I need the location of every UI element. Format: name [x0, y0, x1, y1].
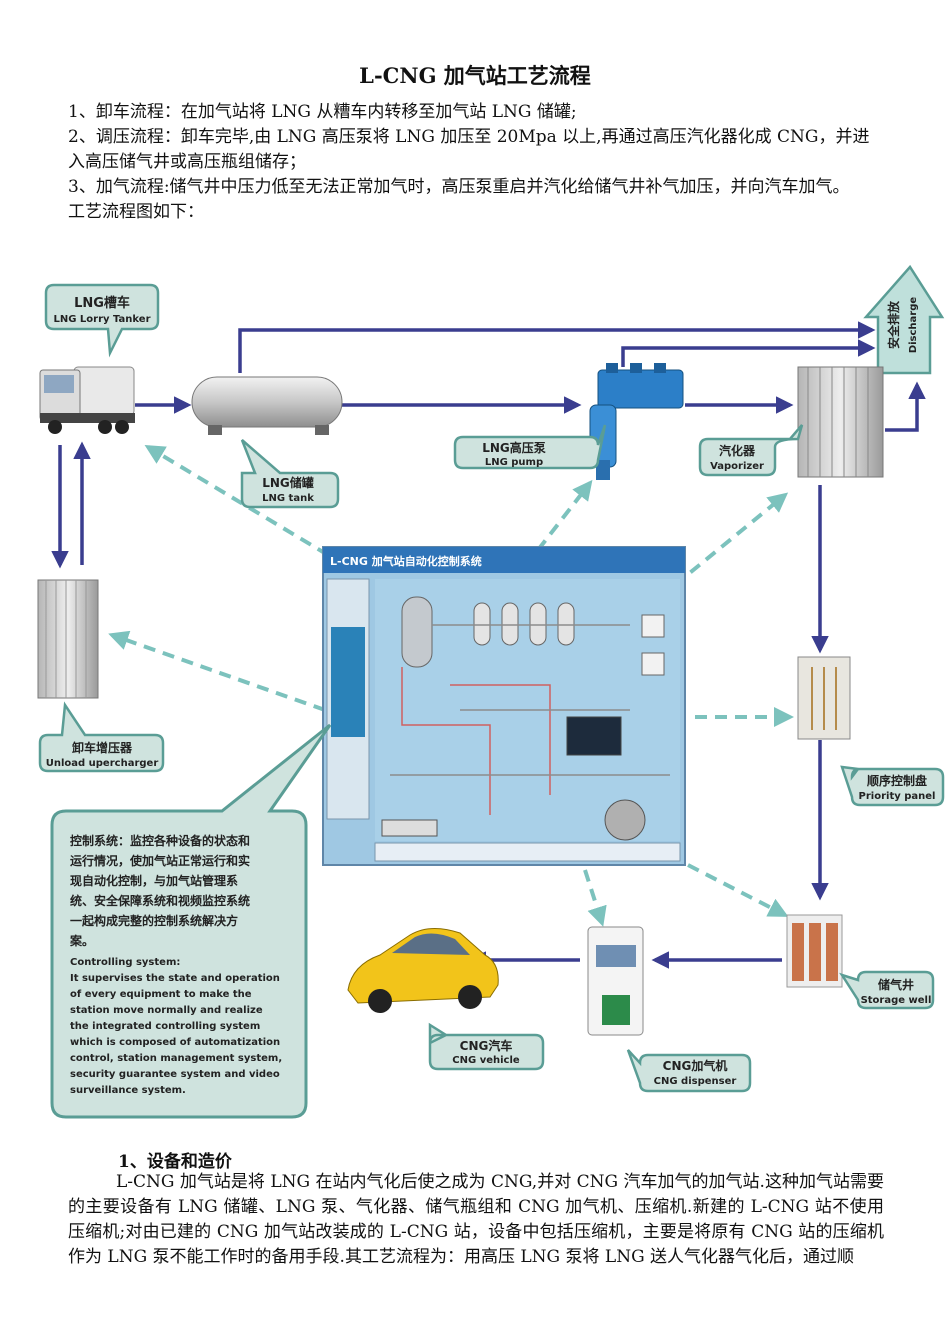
- control-arrows: [108, 444, 794, 927]
- pump-label-cn: LNG高压泵: [482, 440, 546, 455]
- discharge-label-en: Discharge: [908, 297, 919, 354]
- callout-cng-vehicle: CNG汽车 CNG vehicle: [428, 1022, 545, 1071]
- vaporizer-label-en: Vaporizer: [710, 461, 764, 472]
- control-arrow-pump: [536, 479, 593, 552]
- control-desc-cn-4: 统、安全保障系统和视频监控系统: [70, 893, 250, 908]
- control-desc-en-1: Controlling system:: [70, 957, 180, 968]
- lng-pump-image: [589, 363, 684, 480]
- process-flow-diagram: 安全排放 Discharge: [30, 255, 945, 1130]
- control-desc-en-9: surveillance system.: [70, 1085, 186, 1096]
- lorry-tanker-image: [39, 366, 135, 434]
- dispenser-label-cn: CNG加气机: [663, 1058, 728, 1073]
- discharge-label-cn: 安全排放: [886, 300, 901, 349]
- callout-lng-pump: LNG高压泵 LNG pump: [453, 424, 607, 470]
- control-arrow-supercharger: [108, 630, 326, 712]
- callout-cng-dispenser: CNG加气机 CNG dispenser: [626, 1049, 752, 1093]
- lorry-label-en: LNG Lorry Tanker: [53, 314, 150, 325]
- tank-label-en: LNG tank: [262, 493, 314, 504]
- control-desc-cn-6: 案。: [69, 933, 94, 948]
- callout-vaporizer: 汽化器 Vaporizer: [698, 424, 804, 477]
- control-arrow-vaporizer: [673, 492, 789, 587]
- section-heading: 1、设备和造价: [118, 1152, 232, 1172]
- control-desc-cn-1: 控制系统：监控各种设备的状态和: [70, 833, 250, 848]
- supercharger-image: [37, 579, 99, 699]
- control-desc-en-6: which is composed of automatization: [70, 1037, 280, 1048]
- control-system-description: 控制系统：监控各种设备的状态和 运行情况，使加气站正常运行和实 现自动化控制，与…: [50, 723, 332, 1119]
- control-arrow-tank: [144, 444, 330, 557]
- intro-paragraphs: 1、卸车流程：在加气站将 LNG 从糟车内转移至加气站 LNG 储罐; 2、调压…: [68, 100, 884, 225]
- intro-line-4: 工艺流程图如下：: [68, 202, 204, 222]
- control-arrow-dispenser: [583, 869, 607, 927]
- discharge-arrow: 安全排放 Discharge: [863, 264, 945, 375]
- control-panel-title: L-CNG 加气站自动化控制系统: [330, 554, 482, 568]
- control-desc-cn-5: 一起构成完整的控制系统解决方: [70, 913, 238, 928]
- cng-dispenser-image: [587, 926, 644, 1036]
- supercharger-label-cn: 卸车增压器: [72, 740, 133, 755]
- control-desc-en-3: of every equipment to make the: [70, 989, 252, 1000]
- page-title: L-CNG 加气站工艺流程: [359, 63, 591, 88]
- section-body: L-CNG 加气站是将 LNG 在站内气化后使之成为 CNG,并对 CNG 汽车…: [68, 1172, 884, 1267]
- arrow-pump-to-discharge: [621, 339, 876, 367]
- vaporizer-image: [797, 366, 884, 478]
- intro-line-1: 1、卸车流程：在加气站将 LNG 从糟车内转移至加气站 LNG 储罐;: [68, 102, 577, 122]
- tank-label-cn: LNG储罐: [262, 475, 314, 490]
- vehicle-label-en: CNG vehicle: [452, 1055, 520, 1066]
- control-desc-en-5: the integrated controlling system: [70, 1021, 260, 1032]
- control-system-panel: L-CNG 加气站自动化控制系统: [322, 546, 686, 866]
- control-desc-en-2: It supervises the state and operation: [70, 973, 280, 984]
- callout-storage-well: 储气井 Storage well: [839, 970, 935, 1010]
- storage-well-image: [786, 914, 843, 988]
- well-label-en: Storage well: [861, 995, 932, 1006]
- callout-lng-tank: LNG储罐 LNG tank: [240, 439, 340, 509]
- callout-priority-panel: 顺序控制盘 Priority panel: [840, 765, 945, 807]
- callout-lorry: LNG槽车 LNG Lorry Tanker: [44, 283, 160, 358]
- control-desc-en-4: station move normally and realize: [70, 1005, 263, 1016]
- lng-tank-image: [191, 376, 343, 435]
- vaporizer-label-cn: 汽化器: [719, 443, 756, 458]
- dispenser-label-en: CNG dispenser: [654, 1076, 737, 1087]
- flow-arrows: [51, 321, 926, 969]
- arrow-vaporizer-to-discharge: [885, 381, 926, 432]
- intro-line-3: 3、加气流程:储气井中压力低至无法正常加气时，高压泵重启并汽化给储气井补气加压，…: [68, 177, 850, 197]
- control-desc-en-8: security guarantee system and video: [70, 1069, 280, 1080]
- supercharger-label-en: Unload upercharger: [46, 758, 159, 769]
- priority-label-cn: 顺序控制盘: [867, 773, 927, 788]
- control-desc-en-7: control, station management system,: [70, 1053, 282, 1064]
- priority-label-en: Priority panel: [859, 791, 936, 802]
- intro-line-2: 2、调压流程：卸车完毕,由 LNG 高压泵将 LNG 加压至 20Mpa 以上,…: [68, 127, 870, 172]
- arrow-tank-to-discharge: [238, 321, 876, 373]
- control-desc-cn-2: 运行情况，使加气站正常运行和实: [70, 853, 250, 868]
- control-arrow-well: [687, 863, 789, 917]
- callout-supercharger: 卸车增压器 Unload upercharger: [38, 701, 165, 773]
- pump-label-en: LNG pump: [485, 457, 543, 468]
- cng-vehicle-image: [347, 928, 499, 1013]
- control-desc-cn-3: 现自动化控制，与加气站管理系: [70, 873, 238, 888]
- lorry-label-cn: LNG槽车: [74, 295, 130, 311]
- well-label-cn: 储气井: [878, 977, 914, 992]
- vehicle-label-cn: CNG汽车: [460, 1038, 513, 1053]
- priority-panel-image: [797, 656, 851, 740]
